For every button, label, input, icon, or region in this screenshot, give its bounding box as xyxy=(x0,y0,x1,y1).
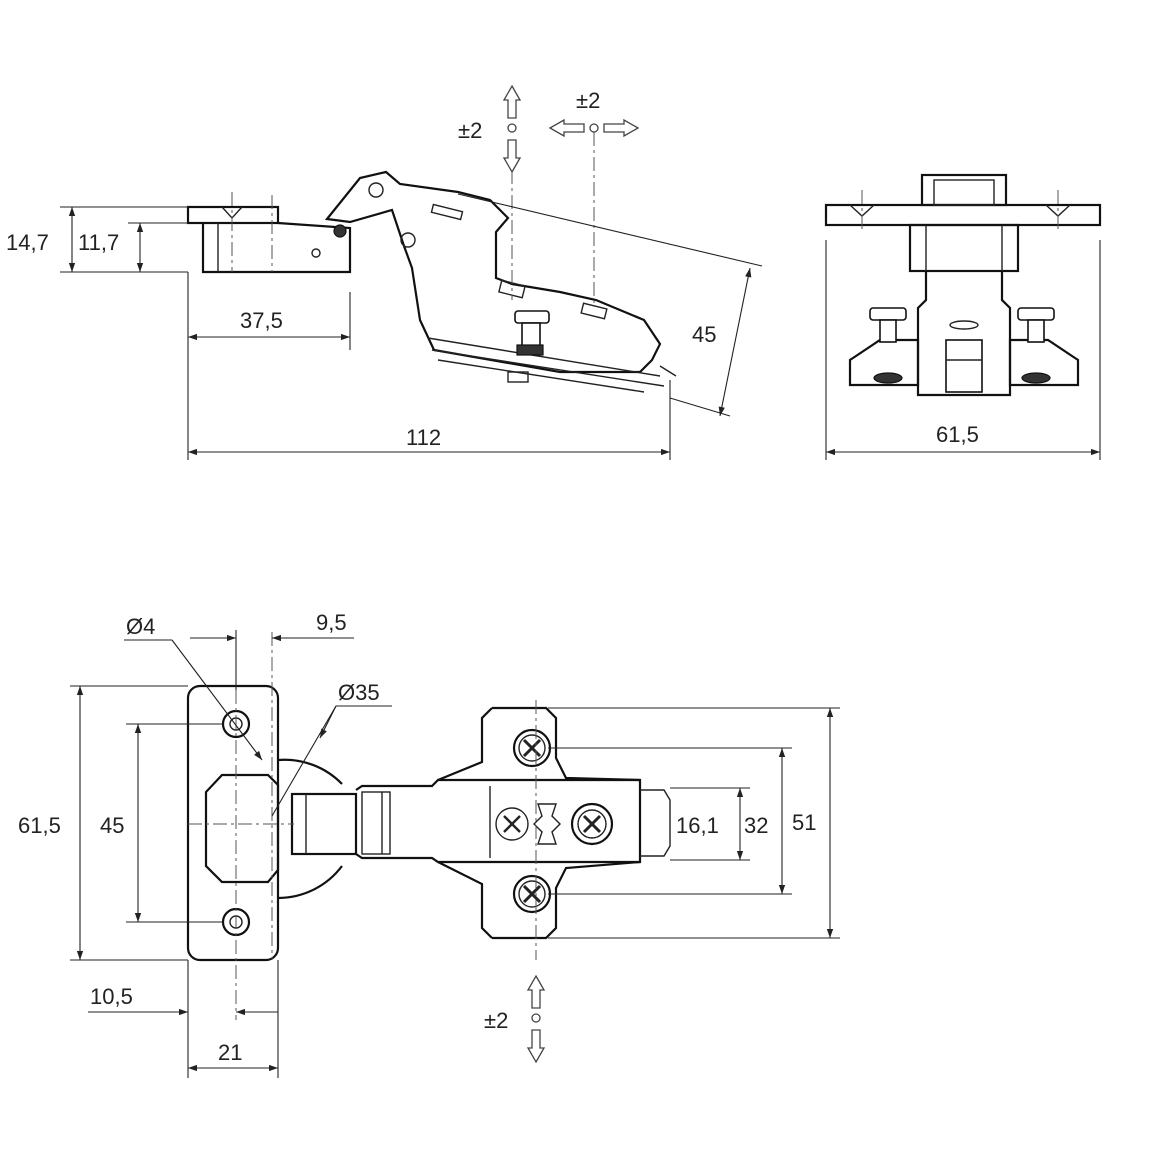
side-view-dimensions: 14,7 11,7 37,5 112 45 xyxy=(6,193,763,460)
arrow-up-icon xyxy=(526,974,546,1009)
end-view-dimensions: 61,5 xyxy=(825,240,1101,460)
adjust-screw-depth xyxy=(570,802,614,846)
end-view xyxy=(824,173,1102,397)
dim-mount-mid: 32 xyxy=(744,813,768,838)
dim-plate-height: 61,5 xyxy=(18,813,61,838)
dim-hole-spacing: 45 xyxy=(100,813,124,838)
arrow-up-icon xyxy=(502,84,522,119)
dim-side-cup-depth: 45 xyxy=(692,322,716,347)
plan-view xyxy=(186,684,671,962)
dim-side-total-length: 112 xyxy=(406,425,441,450)
side-hinge-arm xyxy=(324,170,662,374)
adjust-screw-side xyxy=(495,807,529,841)
depth-adjustment-indicator: ±2 xyxy=(458,84,522,174)
arrow-left-icon xyxy=(548,118,585,138)
dim-side-plate-inner-height: 11,7 xyxy=(78,230,119,255)
side-mount-plate xyxy=(186,205,280,225)
dim-side-plate-height: 14,7 xyxy=(6,230,49,255)
side-adjustment-indicator: ±2 xyxy=(548,88,640,138)
dim-end-width: 61,5 xyxy=(936,422,979,447)
adj-height-label: ±2 xyxy=(484,1008,508,1033)
adj-side-label: ±2 xyxy=(576,88,600,113)
adj-depth-label: ±2 xyxy=(458,118,482,143)
plan-view-dimensions: Ø4 9,5 Ø35 61,5 45 10,5 21 16,1 xyxy=(18,610,840,1078)
side-plate-body xyxy=(201,221,352,274)
mount-screw-top xyxy=(512,728,552,768)
height-adjustment-indicator: ±2 xyxy=(484,974,546,1064)
dim-mount-inner: 16,1 xyxy=(676,813,719,838)
dim-plate-width: 21 xyxy=(218,1040,242,1065)
dim-plate-hole-offset: 10,5 xyxy=(90,984,133,1009)
dim-side-arm-offset: 37,5 xyxy=(240,308,283,333)
mount-screw-bottom xyxy=(512,874,552,914)
dim-plate-hole-dia: Ø4 xyxy=(126,614,155,639)
plan-cup-plate xyxy=(186,684,280,962)
arrow-down-icon xyxy=(526,1029,546,1064)
dim-cup-offset: 9,5 xyxy=(316,610,347,635)
side-view xyxy=(186,170,677,393)
plan-hinge-arm xyxy=(290,792,358,856)
dim-mount-outer: 51 xyxy=(792,810,816,835)
dim-cup-dia: Ø35 xyxy=(338,680,380,705)
arrow-right-icon xyxy=(603,118,640,138)
arrow-down-icon xyxy=(502,139,522,174)
